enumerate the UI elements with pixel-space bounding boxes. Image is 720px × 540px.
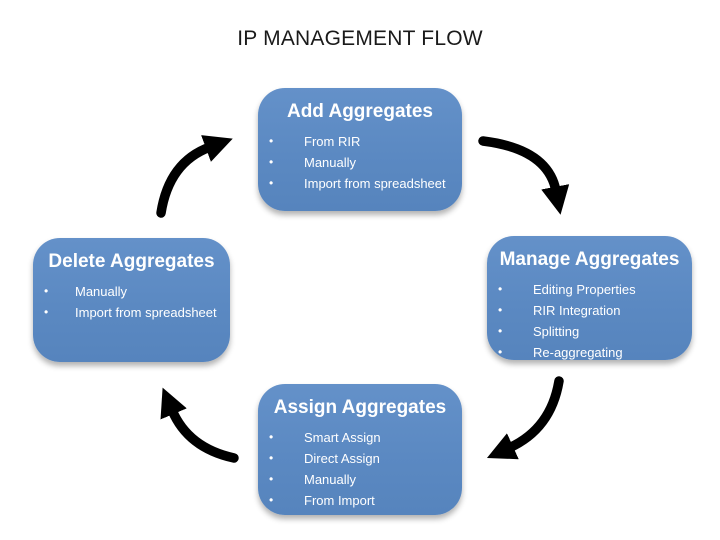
bullet-item: From RIR: [258, 131, 462, 152]
bullet-item: RIR Integration: [487, 300, 692, 321]
node-title: Add Aggregates: [286, 101, 434, 122]
bullet-item: Manually: [33, 281, 230, 302]
arrow-manage-to-assign-icon: [486, 376, 564, 460]
bullet-list: From RIRManuallyImport from spreadsheet: [258, 131, 462, 194]
node-delete-aggregates: Delete Aggregates ManuallyImport from sp…: [33, 238, 230, 362]
node-title: Delete Aggregates: [48, 251, 215, 272]
arrow-delete-to-add-icon: [156, 135, 233, 218]
node-assign-aggregates: Assign Aggregates Smart AssignDirect Ass…: [258, 384, 462, 515]
bullet-list: Editing PropertiesRIR IntegrationSplitti…: [487, 279, 692, 363]
arrow-assign-to-delete-icon: [160, 387, 239, 463]
bullet-item: Direct Assign: [258, 448, 462, 469]
bullet-item: Import from spreadsheet: [33, 302, 230, 323]
node-title: Manage Aggregates: [499, 249, 680, 270]
node-manage-aggregates: Manage Aggregates Editing PropertiesRIR …: [487, 236, 692, 363]
node-add-aggregates: Add Aggregates From RIRManuallyImport fr…: [258, 88, 462, 211]
arrow-add-to-manage-icon: [478, 136, 570, 215]
bullet-item: Manually: [258, 469, 462, 490]
bullet-item: Editing Properties: [487, 279, 692, 300]
bullet-list: Smart AssignDirect AssignManuallyFrom Im…: [258, 427, 462, 511]
bullet-list: ManuallyImport from spreadsheet: [33, 281, 230, 323]
bullet-item: Splitting: [487, 321, 692, 342]
bullet-item: Re-aggregating: [487, 342, 692, 363]
bullet-item: From Import: [258, 490, 462, 511]
diagram-title: IP MANAGEMENT FLOW: [237, 27, 483, 50]
node-title: Assign Aggregates: [273, 397, 447, 418]
bullet-item: Smart Assign: [258, 427, 462, 448]
bullet-item: Manually: [258, 152, 462, 173]
bullet-item: Import from spreadsheet: [258, 173, 462, 194]
